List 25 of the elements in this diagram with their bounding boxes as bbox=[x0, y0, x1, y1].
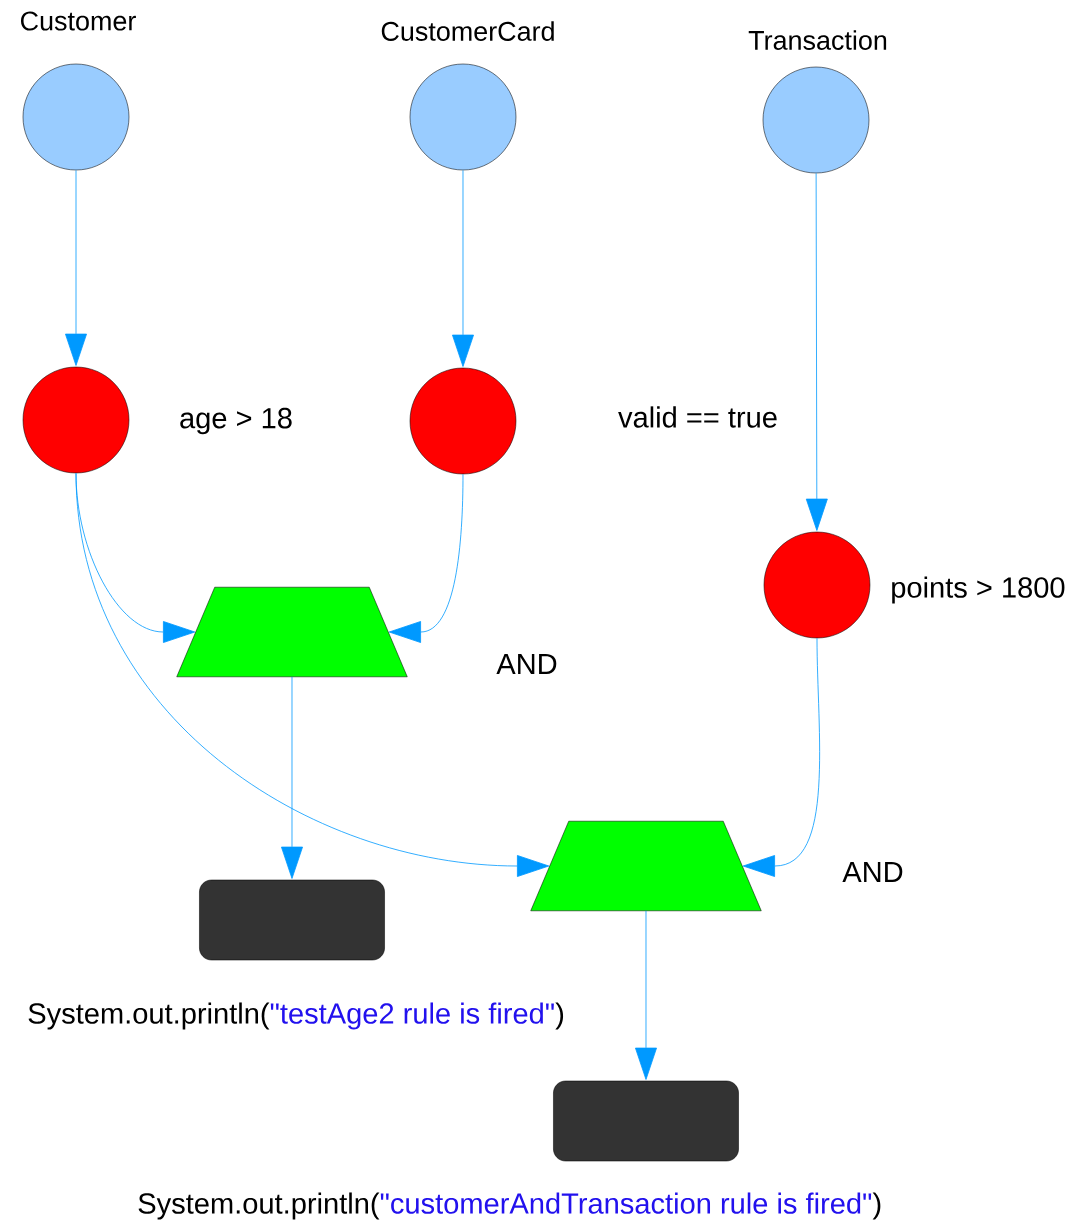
condition-label: age > 18 bbox=[180, 407, 292, 435]
terminal-box bbox=[199, 879, 385, 961]
arrow bbox=[281, 676, 303, 879]
node-heading: Transaction bbox=[748, 30, 887, 50]
arrow bbox=[805, 172, 828, 531]
arrow bbox=[65, 169, 87, 366]
arrow bbox=[635, 910, 657, 1080]
join-trapezoid bbox=[176, 586, 408, 678]
condition-label: AND bbox=[842, 862, 903, 882]
node-heading: CustomerCard bbox=[381, 21, 554, 41]
circle-node bbox=[763, 531, 871, 639]
arrow bbox=[742, 637, 820, 877]
condition-label: valid == true bbox=[618, 406, 777, 428]
arrow bbox=[452, 169, 474, 367]
condition-label: points > 1800 bbox=[892, 576, 1065, 604]
arrow bbox=[388, 473, 464, 643]
node-heading: Customer bbox=[21, 11, 136, 31]
circle-node bbox=[22, 366, 130, 474]
code-label: System.out.println("testAge2 rule is fired") bbox=[28, 1002, 564, 1030]
code-label: System.out.println("customerAndTransaction rule is fired") bbox=[138, 1192, 881, 1220]
arrow bbox=[75, 472, 550, 877]
terminal-box bbox=[553, 1080, 739, 1162]
join-trapezoid bbox=[530, 820, 762, 912]
circle-node bbox=[409, 367, 517, 475]
condition-label: AND bbox=[496, 654, 557, 674]
